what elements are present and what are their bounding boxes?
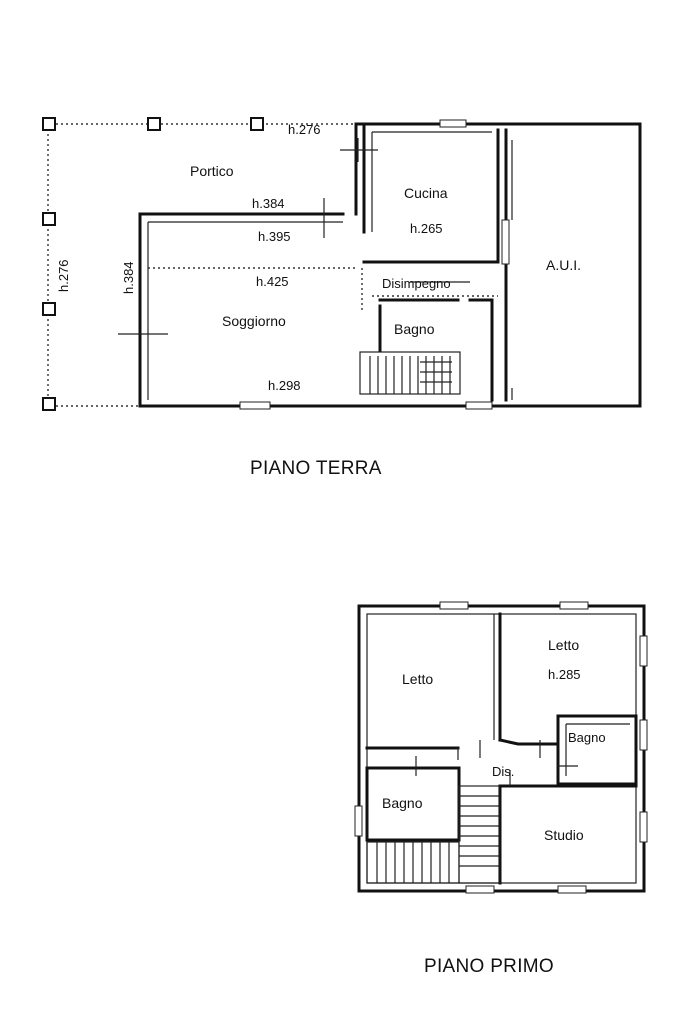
pillar xyxy=(42,117,56,131)
room-label-soggiorno: Soggiorno xyxy=(222,313,286,329)
window xyxy=(239,401,271,410)
room-label-letto: Letto xyxy=(548,637,579,653)
room-label-dis: Dis. xyxy=(492,764,514,779)
window xyxy=(559,601,589,610)
window xyxy=(557,885,587,894)
bathroom-wall xyxy=(468,298,494,402)
floor-title: PIANO TERRA xyxy=(250,458,382,479)
first-floor-plan: Letto Letto h.285 Bagno Dis. Bagno Studi… xyxy=(354,601,648,977)
height-label: h.425 xyxy=(256,274,289,289)
window xyxy=(465,885,495,894)
stair-treads xyxy=(376,795,499,883)
pillar xyxy=(250,117,264,131)
height-label: h.298 xyxy=(268,378,301,393)
room-label-disimpegno: Disimpegno xyxy=(382,276,451,291)
pillar xyxy=(147,117,161,131)
room-label-letto: Letto xyxy=(402,671,433,687)
ground-floor-plan: h.276 Portico h.384 h.395 h.425 Soggiorn… xyxy=(42,117,642,479)
floor-title: PIANO PRIMO xyxy=(424,956,554,977)
pillar xyxy=(42,302,56,316)
stair-treads xyxy=(369,356,452,394)
height-label: h.276 xyxy=(56,259,71,292)
window xyxy=(501,219,510,265)
window xyxy=(639,635,648,667)
height-label: h.384 xyxy=(121,261,136,294)
window xyxy=(639,811,648,843)
room-label-bagno: Bagno xyxy=(568,730,606,745)
height-label: h.384 xyxy=(252,196,285,211)
portico-outline xyxy=(47,123,356,407)
room-label-studio: Studio xyxy=(544,827,584,843)
room-label-aui: A.U.I. xyxy=(546,257,581,273)
room-label-bagno: Bagno xyxy=(382,795,423,811)
room-label-bagno: Bagno xyxy=(394,321,435,337)
window xyxy=(439,601,469,610)
ground-exterior-wall xyxy=(138,212,345,408)
height-label: h.265 xyxy=(410,221,443,236)
room-label-portico: Portico xyxy=(190,163,234,179)
height-label: h.276 xyxy=(288,122,321,137)
window xyxy=(439,119,467,128)
window xyxy=(639,719,648,751)
pillar xyxy=(42,212,56,226)
pillar xyxy=(42,397,56,411)
height-label: h.285 xyxy=(548,667,581,682)
room-label-cucina: Cucina xyxy=(404,185,448,201)
upper-bathroom-wall xyxy=(556,714,638,786)
window xyxy=(465,401,493,410)
staircase xyxy=(458,785,500,884)
partition-wall xyxy=(498,738,558,746)
kitchen-wall xyxy=(362,128,500,264)
height-label: h.395 xyxy=(258,229,291,244)
window xyxy=(354,805,363,837)
